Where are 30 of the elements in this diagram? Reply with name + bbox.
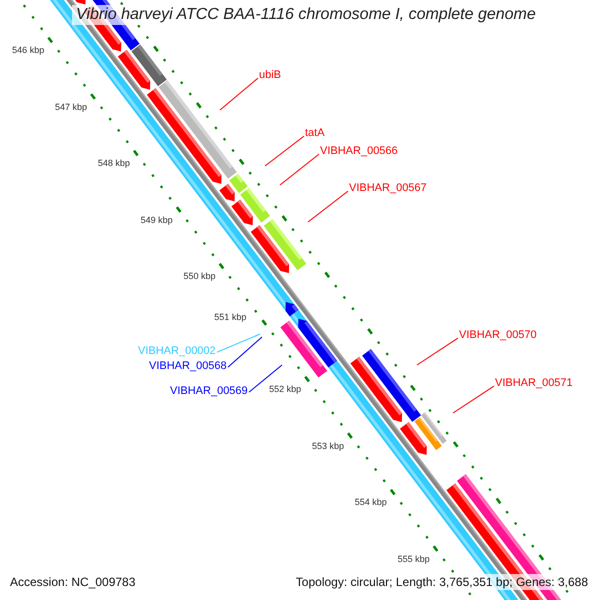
- gene-label: VIBHAR_00567: [349, 182, 427, 195]
- position-label: 548 kbp: [98, 158, 130, 169]
- leader-line: [216, 334, 260, 353]
- leader-line: [228, 336, 262, 368]
- position-label: 546 kbp: [12, 45, 44, 56]
- position-label: 550 kbp: [183, 271, 216, 282]
- leader-line: [308, 190, 348, 222]
- gene-label: ubiB: [259, 69, 282, 82]
- position-label: 552 kbp: [269, 384, 302, 396]
- leader-line: [264, 136, 304, 166]
- leader-line: [452, 386, 494, 414]
- leader-line: [248, 364, 282, 393]
- position-label: 555 kbp: [398, 554, 430, 565]
- position-label: 554 kbp: [354, 497, 387, 508]
- leader-line: [220, 78, 258, 110]
- leader-line: [280, 154, 320, 186]
- gene-label: VIBHAR_00566: [320, 145, 398, 158]
- accession-text: Accession: NC_009783: [8, 574, 138, 590]
- genome-summary-text: Topology: circular; Length: 3,765,351 bp; Genes: 3,688: [294, 574, 590, 590]
- leader-line: [416, 338, 458, 366]
- position-label: 547 kbp: [55, 102, 88, 112]
- gene-label: VIBHAR_00571: [495, 377, 573, 390]
- position-label: 549 kbp: [140, 214, 173, 226]
- gene-label: VIBHAR_00569: [170, 385, 248, 398]
- position-label: 551 kbp: [214, 312, 246, 323]
- gene-label: VIBHAR_00570: [459, 329, 537, 342]
- gene-label: VIBHAR_00568: [149, 360, 227, 373]
- gene-label: tatA: [305, 127, 325, 140]
- gene-label: VIBHAR_00002: [138, 345, 216, 358]
- position-label: 553 kbp: [312, 440, 344, 452]
